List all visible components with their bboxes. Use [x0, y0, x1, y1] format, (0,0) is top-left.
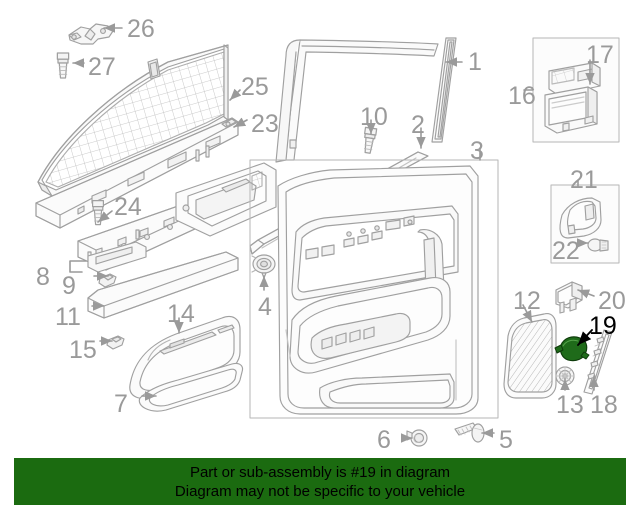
callout-label-22[interactable]: 22	[552, 237, 580, 265]
banner-line-1: Part or sub-assembly is #19 in diagram	[189, 463, 451, 481]
part-3-door-trim-panel	[249, 159, 499, 419]
callout-label-2[interactable]: 2	[411, 111, 425, 139]
part-14-armrest	[129, 315, 241, 400]
part-handle-bezel	[175, 162, 277, 237]
part-21-lamp-housing	[559, 197, 602, 239]
callout-label-26[interactable]: 26	[127, 15, 155, 43]
callout-label-19[interactable]: 19	[589, 312, 617, 340]
callout-label-13[interactable]: 13	[556, 391, 584, 419]
part-4-grommet	[251, 254, 276, 279]
callout-label-6[interactable]: 6	[377, 426, 391, 454]
callout-label-8[interactable]: 8	[36, 263, 50, 291]
callout-label-7[interactable]: 7	[114, 390, 128, 418]
part-10-bolt	[361, 126, 378, 155]
leader-23	[233, 117, 248, 128]
leader-25	[229, 88, 242, 101]
leader-12	[522, 304, 533, 323]
part-26-clip	[68, 23, 114, 45]
part-8-bracket	[87, 241, 147, 273]
callout-label-17[interactable]: 17	[586, 41, 614, 69]
part-7-lower-insert	[138, 362, 244, 412]
part-window-frame	[275, 39, 439, 163]
part-5-screw	[454, 422, 485, 443]
part-11-trim-strip	[87, 251, 239, 319]
part-25-sunshade	[37, 44, 229, 197]
part-27-bolt	[56, 52, 70, 79]
leader-8-bracket	[69, 260, 87, 273]
leader-24	[97, 210, 113, 223]
part-16-switch-base	[544, 86, 598, 134]
callout-label-21[interactable]: 21	[570, 166, 598, 194]
leader-20	[577, 289, 595, 299]
callout-label-15[interactable]: 15	[69, 336, 97, 364]
callout-label-4[interactable]: 4	[258, 293, 272, 321]
callout-label-16[interactable]: 16	[508, 82, 536, 110]
part-19-highlighted-clip	[554, 336, 590, 362]
callout-label-27[interactable]: 27	[88, 53, 116, 81]
callout-label-11[interactable]: 11	[55, 303, 81, 331]
callout-label-18[interactable]: 18	[590, 391, 618, 419]
callout-label-3[interactable]: 3	[470, 137, 484, 165]
leader-19-selected	[577, 329, 593, 346]
part-15-clip	[106, 335, 125, 350]
part-1-pillar-applique	[431, 37, 457, 143]
callout-label-20[interactable]: 20	[598, 287, 626, 315]
callout-label-14[interactable]: 14	[167, 300, 195, 328]
callout-label-23[interactable]: 23	[251, 110, 279, 138]
callout-label-9[interactable]: 9	[62, 272, 76, 300]
callout-label-12[interactable]: 12	[513, 287, 541, 315]
callout-label-25[interactable]: 25	[241, 73, 269, 101]
part-notice-banner: Part or sub-assembly is #19 in diagram D…	[14, 458, 626, 505]
part-20-switch	[555, 281, 583, 314]
part-22-bulb	[587, 238, 609, 252]
part-23-upper-rail	[35, 117, 239, 229]
callout-label-24[interactable]: 24	[114, 193, 142, 221]
banner-line-2: Diagram may not be specific to your vehi…	[174, 482, 466, 500]
callout-label-5[interactable]: 5	[499, 426, 513, 454]
callout-label-10[interactable]: 10	[360, 103, 388, 131]
callout-label-1[interactable]: 1	[468, 48, 482, 76]
part-12-speaker-grille	[503, 313, 557, 399]
